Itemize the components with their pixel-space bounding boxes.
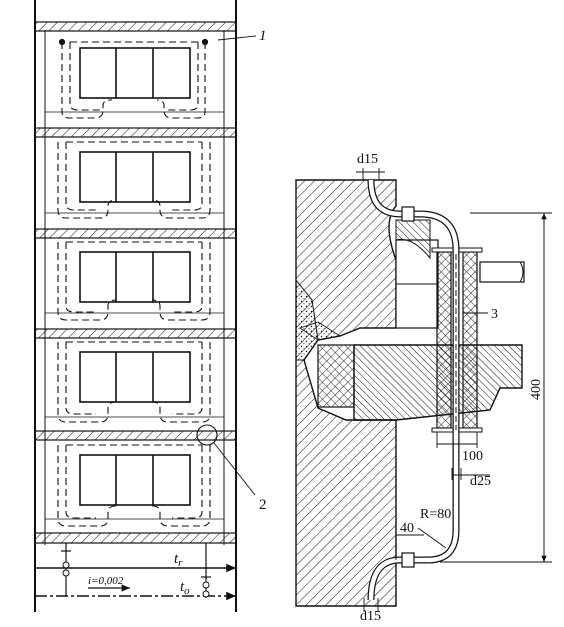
dim-sleeve: 100 (462, 449, 483, 464)
slope-label: i=0,002 (88, 575, 124, 587)
dim-height: 400 (529, 379, 544, 400)
dim-main-dia: d25 (470, 474, 491, 489)
callout-2: 2 (259, 497, 267, 513)
floor-slabs (34, 21, 237, 544)
supply-pipe-label: tr (174, 551, 183, 569)
detail-circle (196, 424, 218, 446)
distribution-mains (35, 543, 236, 601)
return-pipe-label: to (180, 579, 190, 597)
heating-coils (57, 41, 211, 527)
dim-radius: R=80 (420, 507, 451, 522)
wall-section-detail (295, 168, 552, 612)
callout-1: 1 (259, 28, 267, 44)
top-pipe-dia: d15 (357, 152, 378, 167)
callout-3: 3 (491, 307, 498, 322)
dimension-lines (356, 168, 552, 612)
building-elevation (34, 0, 257, 612)
bottom-pipe-dia: d15 (360, 609, 381, 624)
dim-offset: 40 (400, 521, 414, 536)
windows (79, 47, 191, 506)
sleeve-insulation (436, 251, 452, 429)
